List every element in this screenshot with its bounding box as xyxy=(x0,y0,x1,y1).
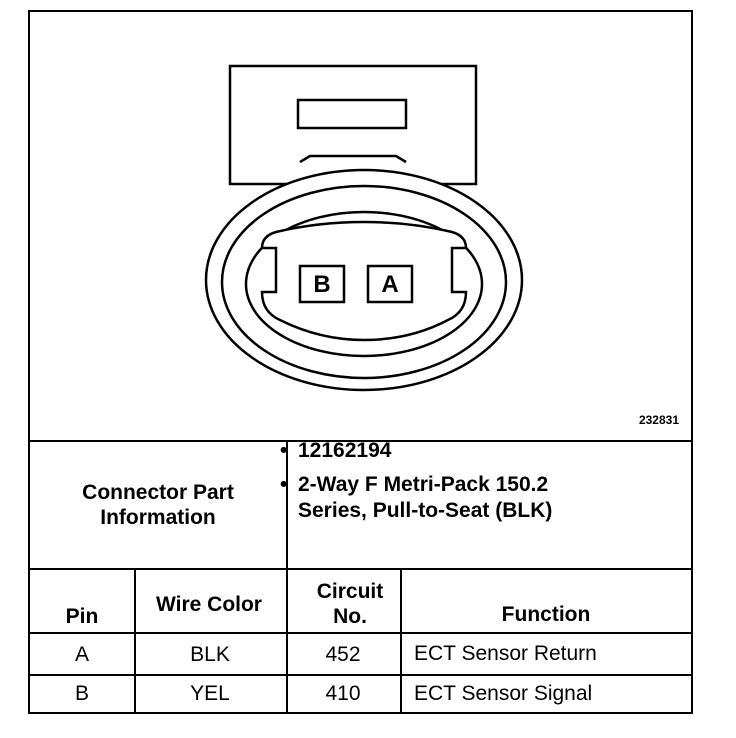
pin-b-label: B xyxy=(313,271,330,298)
divider-col-circuit xyxy=(286,440,288,712)
row-a-wire-color: BLK xyxy=(190,643,230,666)
part-info-item: 2-Way F Metri-Pack 150.2 Series, Pull-to… xyxy=(270,472,560,524)
connector-latch-slot xyxy=(296,98,408,130)
row-a-pin: A xyxy=(74,643,89,666)
row-b-pin: B xyxy=(74,682,89,705)
row-a-function: ECT Sensor Return xyxy=(414,642,597,665)
connector-latch-ramp xyxy=(299,154,407,164)
connector-outer-shell-inner xyxy=(220,184,508,380)
header-pin: Pin xyxy=(65,604,99,628)
header-wire-color: Wire Color xyxy=(156,592,262,616)
divider-header xyxy=(30,632,691,634)
row-a-circuit: 452 xyxy=(325,643,361,666)
header-function: Function xyxy=(501,602,591,626)
divider-part-info xyxy=(30,568,691,570)
connector-diagram: B A xyxy=(204,64,524,392)
divider-col-wire xyxy=(134,568,136,712)
terminal-cavity xyxy=(260,220,468,342)
row-b-function: ECT Sensor Signal xyxy=(414,682,593,705)
pin-b-box xyxy=(298,264,346,304)
part-info-item: 12162194 xyxy=(270,438,650,464)
row-b-wire-color: YEL xyxy=(190,682,230,705)
divider-col-function xyxy=(400,568,402,712)
header-circuit: Circuit No. xyxy=(316,580,384,628)
pin-a-box xyxy=(366,264,414,304)
row-b-circuit: 410 xyxy=(325,682,361,705)
figure-id: 232831 xyxy=(638,413,679,427)
part-info-list: 12162194 2-Way F Metri-Pack 150.2 Series… xyxy=(270,438,650,532)
pin-a-label: A xyxy=(381,271,398,298)
connector-seal-ring xyxy=(244,210,484,358)
divider-row-a xyxy=(30,674,691,676)
part-info-heading: Connector Part Information xyxy=(82,481,234,529)
